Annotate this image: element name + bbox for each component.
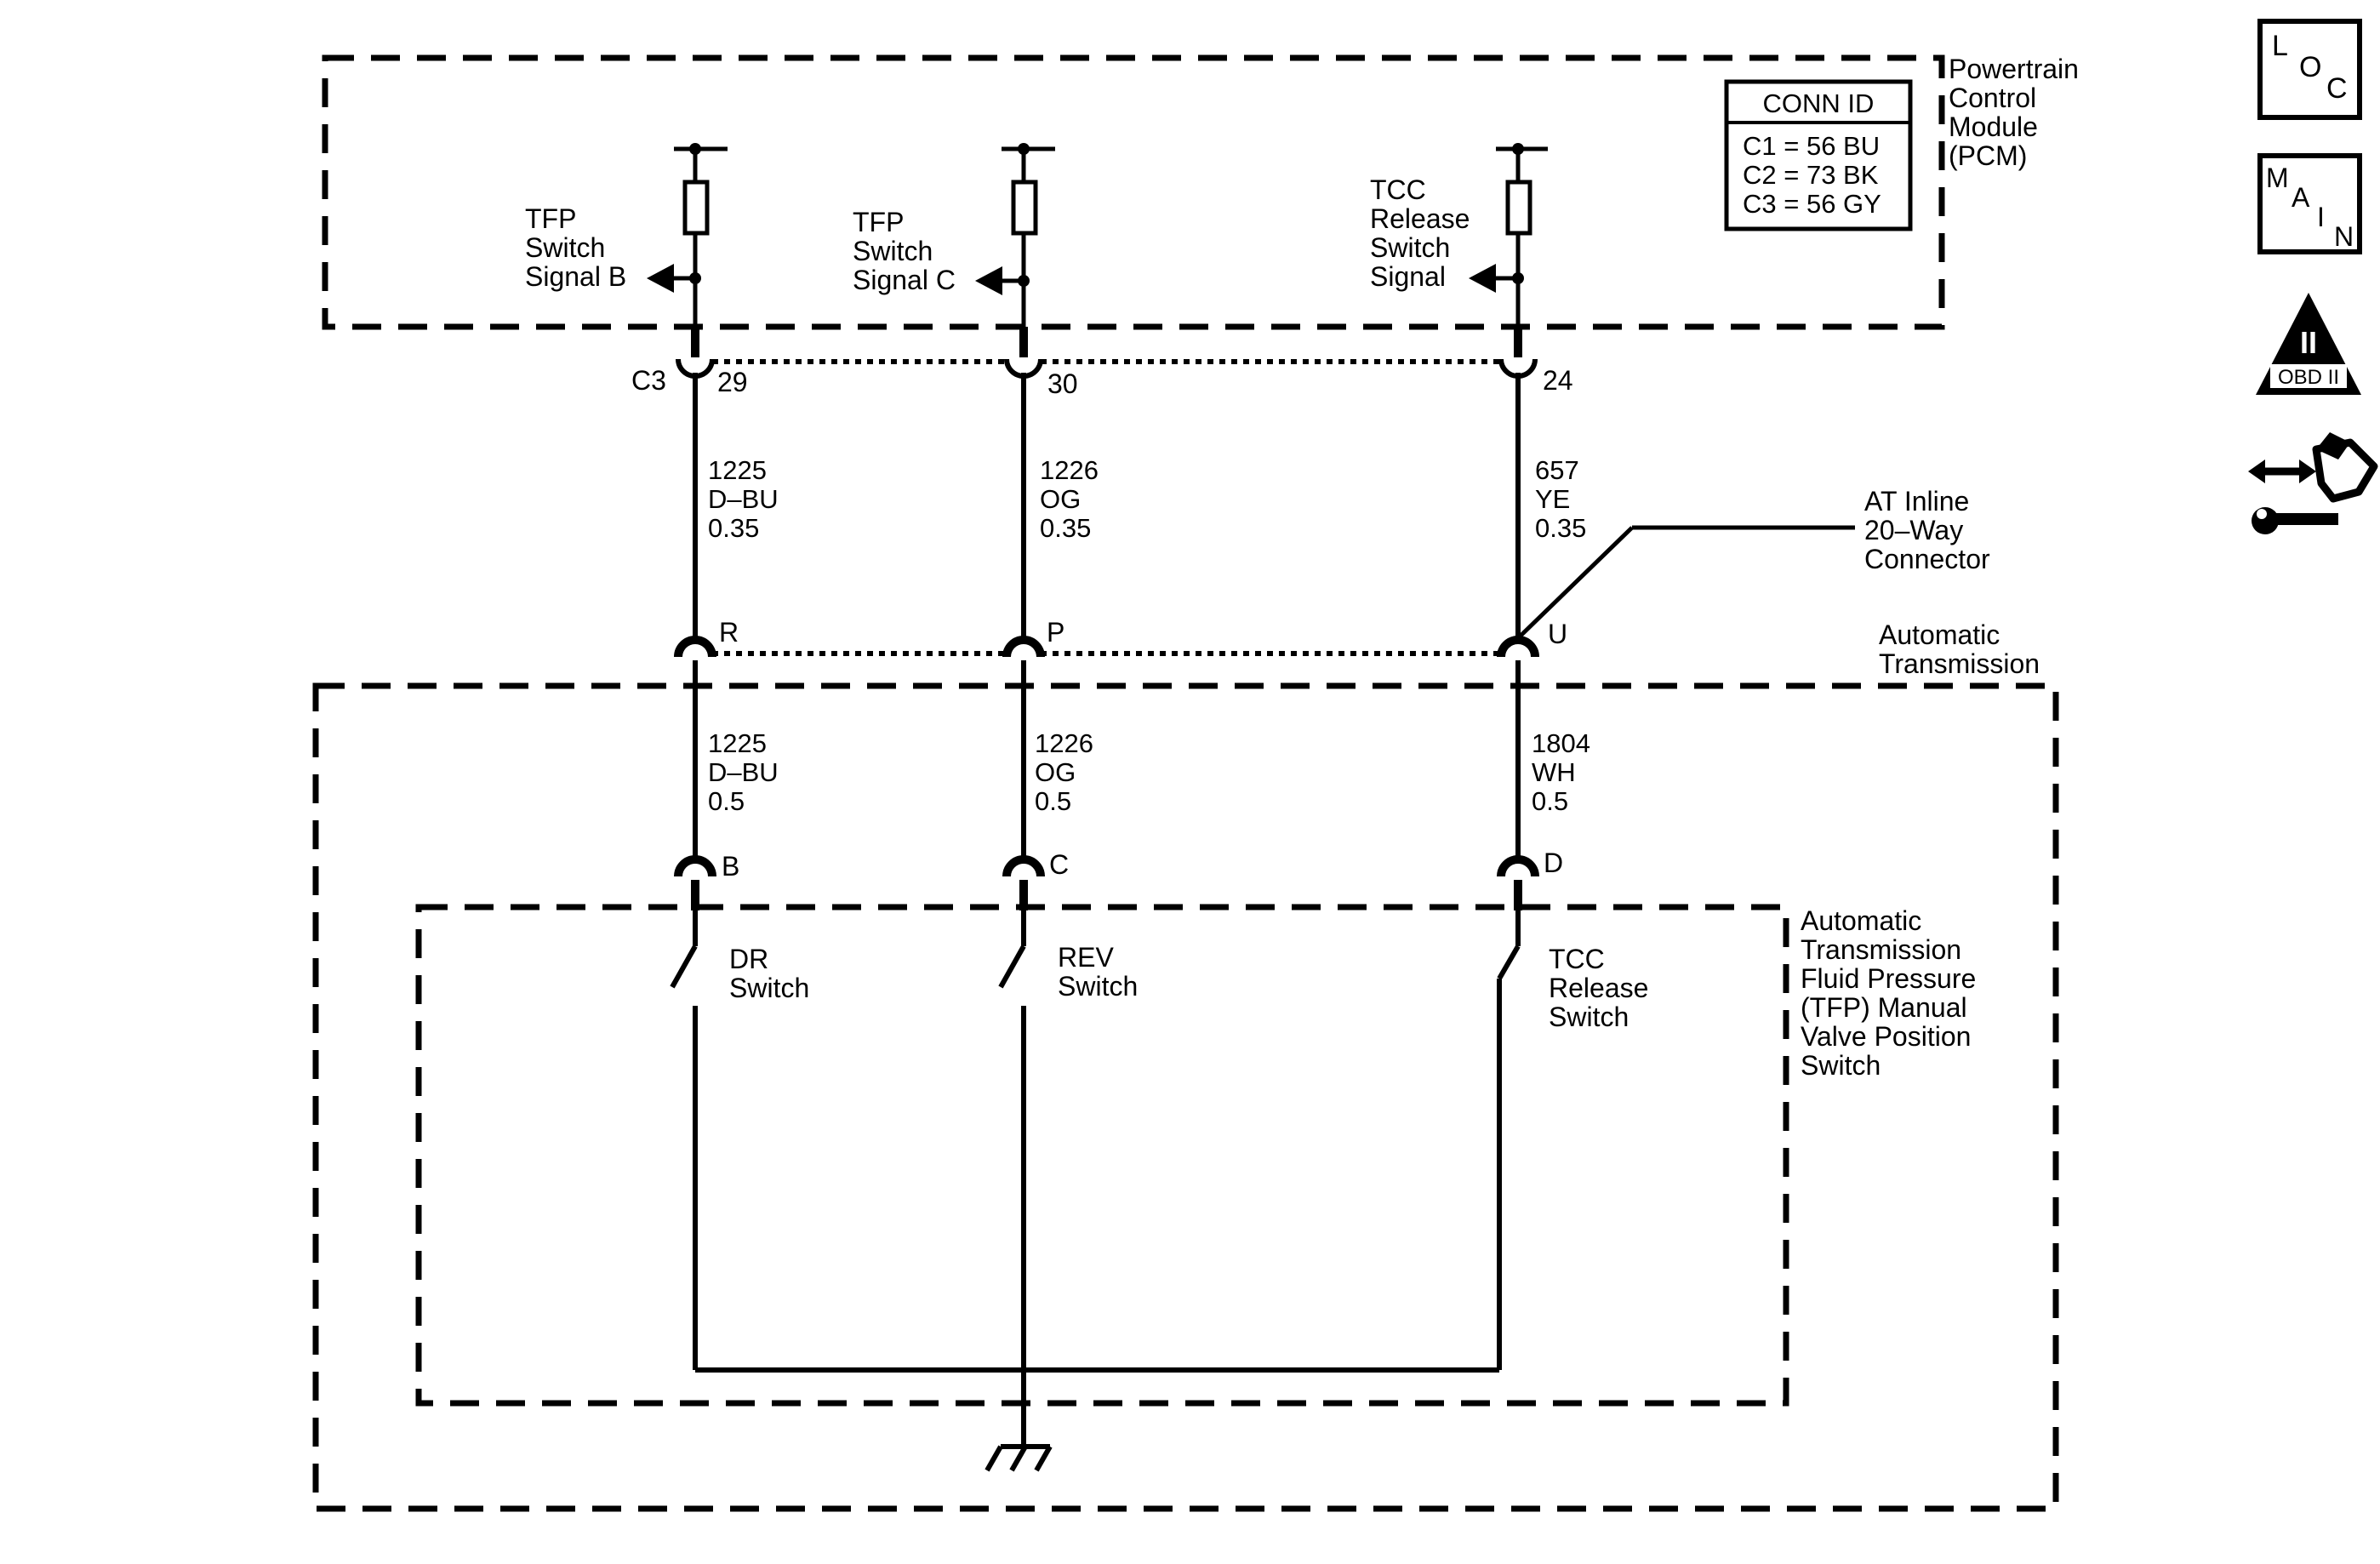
wire-label-1225-lower: 1225 D–BU 0.5 [708,728,785,816]
obd-numeral: II [2300,325,2317,360]
ground-icon [985,1444,1053,1472]
tfp-switch-label: Automatic Transmission Fluid Pressure (T… [1801,905,1983,1081]
loc-letter: L [2272,30,2288,62]
signal-arrow-icon [975,266,1002,295]
obd-ii-button[interactable]: II OBD II [2256,293,2361,395]
switch-label-rev: REV Switch [1058,942,1138,1002]
main-icon [2257,153,2362,254]
switch-label-dr: DR Switch [729,944,809,1003]
tfp-switch-boundary [415,904,1789,1407]
signal-arrow-icon [1469,264,1496,293]
signal-label-tcc: TCC Release Switch Signal [1370,174,1477,292]
main-letter: A [2292,182,2310,213]
upper-wire-segments [693,373,1521,640]
loc-button[interactable]: L O C [2257,19,2362,120]
inline-connector [674,525,1855,658]
loc-letter: O [2299,51,2321,83]
loc-letter: C [2326,72,2348,105]
pin-label: 24 [1543,365,1573,396]
automatic-transmission-label: Automatic Transmission [1879,619,2040,679]
pin-label: C [1049,849,1069,880]
signal-label-tfp-c: TFP Switch Signal C [853,207,956,295]
wire-label-1225-upper: 1225 D–BU 0.35 [708,455,785,543]
signal-label-tfp-b: TFP Switch Signal B [525,203,626,292]
loc-icon [2257,19,2362,120]
inline-connector-label: AT Inline 20–Way Connector [1864,486,1990,574]
main-letter: I [2317,202,2325,232]
pin-label: 29 [717,367,748,397]
conn-id-title: CONN ID [1763,88,1875,118]
pin-label: 30 [1047,368,1078,399]
wire-label-657-upper: 657 YE 0.35 [1535,455,1586,543]
connector-tool-icon [2248,432,2378,534]
conn-id-row: C3 = 56 GY [1743,189,1881,219]
conn-id-row: C2 = 73 BK [1743,160,1879,190]
pcm-connector-c3 [676,327,1538,379]
lower-wire-segments [693,660,1521,859]
pin-label: U [1548,619,1567,649]
pcm-label: Powertrain Control Module (PCM) [1949,54,2086,171]
pin-label: R [719,617,739,648]
main-letter: M [2266,163,2289,193]
pin-label: D [1544,848,1563,878]
automatic-transmission-boundary [312,682,2059,1512]
wire-label-1226-upper: 1226 OG 0.35 [1040,455,1106,543]
pcm-circuit-tcc [1494,146,1548,327]
switch-contacts [670,910,1521,1447]
obd-label: OBD II [2278,366,2339,389]
pcm-connector-id: C3 [631,365,666,396]
obd-label-box [2270,364,2347,388]
connector-tool-button[interactable] [2248,432,2378,534]
switch-connector [674,855,1539,910]
pcm-boundary [322,54,1945,330]
wire-label-1804-lower: 1804 WH 0.5 [1532,728,1598,816]
main-button[interactable]: M A I N [2257,153,2362,254]
pin-label: B [722,851,739,882]
conn-id-table: CONN ID C1 = 56 BU C2 = 73 BK C3 = 56 GY [1724,79,1913,231]
pin-label: P [1047,617,1064,648]
pcm-circuit-tfp-c [998,146,1055,327]
wire-label-1226-lower: 1226 OG 0.5 [1035,728,1101,816]
main-letter: N [2334,221,2354,252]
switch-label-tcc: TCC Release Switch [1549,944,1656,1032]
pcm-circuit-tfp-b [670,146,728,327]
conn-id-row: C1 = 56 BU [1743,131,1880,161]
signal-arrow-icon [647,264,674,293]
